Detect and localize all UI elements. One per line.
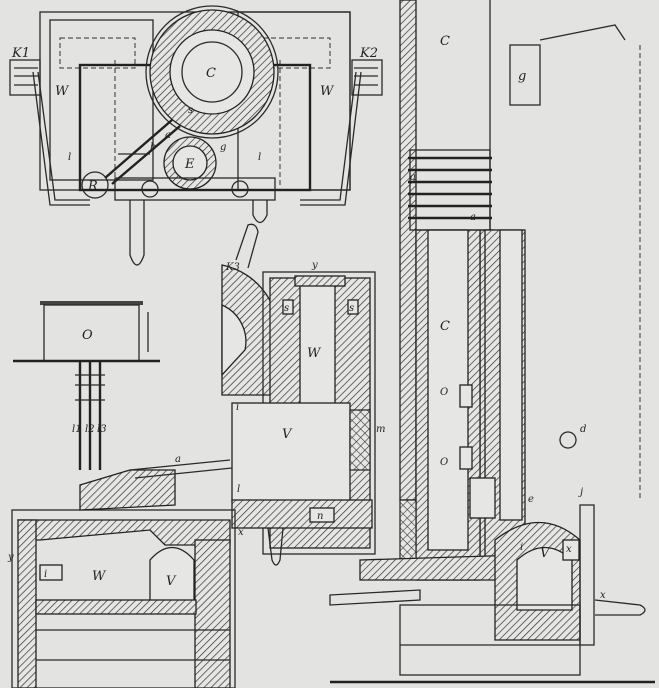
label-g: g: [220, 142, 226, 153]
plan-view: K1 K2 W W C E R a b g l l s: [9, 5, 383, 266]
label-s-right: s: [349, 303, 354, 314]
label-l-mid: l: [258, 152, 261, 163]
label-a: a: [165, 130, 171, 141]
label-o: O: [82, 328, 93, 343]
label-d: d: [580, 424, 586, 435]
label-r: R: [87, 179, 98, 194]
tower-section: C C g a a O O d e j V i x x: [329, 0, 655, 684]
label-l2: l2: [85, 424, 95, 435]
label-a-upper: a: [410, 172, 416, 183]
cable-leads: [75, 361, 105, 470]
label-i: i: [236, 402, 239, 413]
label-a-lower: a: [470, 212, 476, 223]
label-k3: K3: [225, 262, 240, 273]
label-i: i: [44, 569, 47, 580]
label-l-left: l: [68, 152, 71, 163]
label-x-outer: x: [600, 590, 606, 601]
label-l1: l1: [72, 424, 82, 435]
label-c: C: [206, 66, 216, 81]
label-a: a: [175, 454, 181, 465]
label-v: V: [166, 574, 177, 589]
label-c-upper: C: [440, 34, 450, 49]
label-v: V: [282, 427, 293, 442]
label-y: y: [311, 260, 318, 271]
label-y: y: [7, 552, 14, 563]
transformer-figure: O l1 l2 l3: [13, 301, 160, 470]
label-k2: K2: [359, 46, 378, 61]
label-w: W: [307, 346, 322, 361]
label-s-left: s: [284, 303, 289, 314]
cooling-rings: [408, 149, 492, 231]
label-e: e: [528, 494, 534, 505]
label-l: l: [237, 484, 240, 495]
label-j: j: [578, 487, 583, 498]
label-c-lower: C: [440, 319, 450, 334]
label-x-inner: x: [566, 544, 572, 555]
front-section: a y W V i l: [7, 454, 240, 688]
label-e: E: [184, 157, 195, 172]
k2-box: [351, 59, 383, 96]
label-o-lower: O: [440, 457, 448, 468]
label-m: m: [376, 424, 385, 435]
label-v: V: [540, 546, 551, 561]
k1-box: [9, 59, 41, 96]
label-b: b: [150, 142, 156, 153]
label-w-left: W: [55, 84, 70, 99]
label-o-upper: O: [440, 387, 448, 398]
label-w-right: W: [320, 84, 335, 99]
side-section: y K3 s s W V i n m x: [221, 223, 385, 566]
label-k1: K1: [11, 46, 30, 61]
label-i: i: [520, 542, 523, 553]
label-x: x: [238, 527, 244, 538]
label-n: n: [317, 511, 323, 522]
label-s: s: [188, 105, 193, 116]
label-w: W: [92, 569, 107, 584]
label-g: g: [518, 69, 526, 84]
label-l3: l3: [97, 424, 107, 435]
